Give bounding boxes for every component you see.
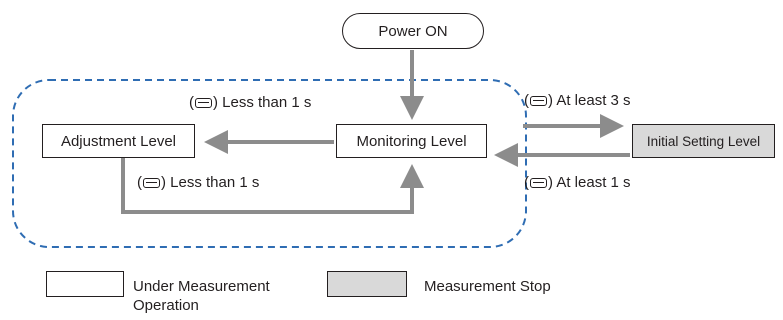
label-open-paren: ( — [137, 174, 142, 191]
label-text: ) Less than 1 s — [161, 174, 260, 191]
label-text: ) At least 1 s — [548, 174, 631, 191]
legend-label-under-measurement: Under Measurement Operation — [133, 277, 270, 315]
power-on-node: Power ON — [342, 13, 484, 49]
measurement-operation-region — [12, 79, 527, 248]
transition-label-monitoring-to-initial: ( ) At least 3 s — [524, 92, 631, 109]
transition-label-monitoring-to-adjustment: ( ) Less than 1 s — [189, 94, 311, 111]
arrow-adjustment-to-monitoring — [121, 158, 424, 214]
label-open-paren: ( — [524, 174, 529, 191]
key-icon — [195, 97, 212, 108]
legend-label-line1: Under Measurement — [133, 278, 270, 295]
key-icon — [530, 177, 547, 188]
adjustment-level-node: Adjustment Level — [42, 124, 195, 158]
legend-swatch-measurement-stop — [327, 271, 407, 297]
legend-label-measurement-stop: Measurement Stop — [424, 278, 551, 295]
initial-setting-level-node: Initial Setting Level — [632, 124, 775, 158]
legend-label-line2: Operation — [133, 297, 199, 314]
label-open-paren: ( — [189, 94, 194, 111]
label-text: ) At least 3 s — [548, 92, 631, 109]
transition-label-adjustment-to-monitoring: ( ) Less than 1 s — [137, 174, 259, 191]
monitoring-level-node: Monitoring Level — [336, 124, 487, 158]
label-text: ) Less than 1 s — [213, 94, 312, 111]
key-icon — [143, 177, 160, 188]
legend-swatch-under-measurement — [46, 271, 124, 297]
label-open-paren: ( — [524, 92, 529, 109]
key-icon — [530, 95, 547, 106]
transition-label-initial-to-monitoring: ( ) At least 1 s — [524, 174, 631, 191]
